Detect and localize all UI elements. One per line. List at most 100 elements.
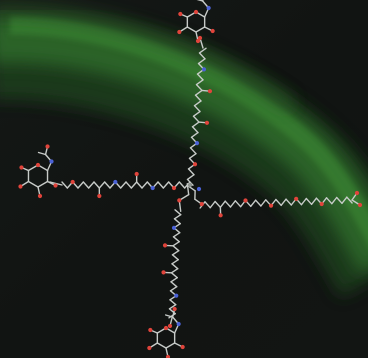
- left-sugar-ring-oxygen-atom: [35, 162, 41, 168]
- left-arm-bond: [77, 181, 85, 189]
- left-sugar-ring-bond: [37, 180, 49, 188]
- right-arm-bond: [285, 198, 292, 206]
- left-sugar-hydroxyl-oxygen-atom: [19, 165, 24, 170]
- left-arm-oxygen-atom: [171, 185, 177, 191]
- top-arm-bond: [191, 121, 200, 128]
- left-arm-bond: [125, 181, 133, 189]
- bottom-arm-glycoside-oxygen-atom: [167, 323, 173, 329]
- bottom-arm-bond: [171, 249, 180, 256]
- right-arm-bond: [229, 200, 237, 208]
- left-arm-carbonyl-oxygen-atom: [134, 171, 139, 177]
- left-sugar-amide-oxygen-atom: [45, 144, 50, 149]
- left-arm-bond: [135, 181, 143, 189]
- top-sugar-hydroxyl-oxygen-atom: [178, 11, 183, 17]
- green-light-beam: [0, 1, 368, 297]
- bottom-arm-bond: [169, 285, 178, 292]
- right-arm-bond: [224, 200, 232, 208]
- top-arm-bond: [190, 131, 199, 138]
- left-arm-bond: [61, 181, 69, 189]
- bottom-arm-bond: [186, 183, 190, 196]
- top-arm-bond: [197, 58, 206, 65]
- top-arm-glycoside-oxygen-atom: [197, 35, 203, 41]
- right-arm-oxygen-atom: [243, 198, 248, 203]
- left-arm-bond: [130, 181, 138, 189]
- right-arm-bond: [234, 200, 242, 208]
- bottom-arm-bond: [173, 213, 182, 220]
- bottom-arm-bond: [171, 258, 179, 265]
- top-arm-bond: [195, 79, 204, 86]
- top-arm-carbonyl-oxygen-atom: [207, 89, 213, 94]
- top-arm-bond: [186, 174, 195, 181]
- bottom-sugar-amide-bond: [164, 314, 174, 318]
- left-arm-bond: [93, 181, 101, 189]
- top-arm-bond: [188, 152, 197, 160]
- bottom-sugar-hydroxyl-oxygen-atom: [148, 327, 153, 333]
- top-arm-bond: [187, 168, 195, 176]
- left-arm-bond: [162, 181, 170, 189]
- right-arm-bond: [260, 199, 267, 207]
- right-arm-bond: [280, 198, 287, 207]
- right-arm-acid-oxygen-atom: [354, 190, 360, 196]
- bottom-arm-bond: [172, 231, 181, 238]
- right-arm-bond: [346, 196, 353, 204]
- bottom-arm-bond: [170, 281, 178, 288]
- left-arm-bond: [141, 181, 149, 189]
- top-sugar-ring-oxygen-atom: [193, 9, 199, 15]
- top-arm-bond: [194, 94, 202, 102]
- left-arm-bond: [103, 181, 111, 189]
- right-arm-bond: [310, 197, 318, 206]
- top-sugar-hydroxyl-oxygen-atom: [177, 29, 182, 35]
- top-sugar-hydroxyl-oxygen-atom: [195, 38, 201, 44]
- right-arm-bond: [341, 196, 348, 205]
- right-arm-bond: [300, 197, 308, 206]
- top-arm-oxygen-atom: [192, 162, 198, 167]
- left-sugar-amide-nitrogen-atom: [49, 159, 54, 164]
- bottom-arm-bond: [174, 209, 182, 216]
- core-nitrogen-atom: [196, 186, 202, 192]
- bottom-arm-bond: [170, 267, 179, 274]
- right-arm-bond: [254, 199, 262, 207]
- top-arm-bond: [195, 83, 203, 92]
- bottom-sugar-amide-oxygen-atom: [172, 306, 177, 312]
- top-arm-bond: [191, 126, 199, 134]
- left-arm-bond: [157, 181, 165, 189]
- bottom-arm-bond: [169, 299, 177, 306]
- bottom-sugar-ring-bond: [156, 342, 167, 349]
- left-arm-bond: [119, 181, 127, 189]
- right-arm-bond: [275, 198, 282, 207]
- top-arm-bond: [194, 89, 203, 96]
- right-arm-bond: [214, 200, 222, 209]
- left-arm-carbonyl-oxygen-atom: [97, 193, 102, 199]
- top-arm-carbonyl-oxygen-atom: [204, 120, 210, 125]
- right-arm-bond: [305, 197, 313, 206]
- top-arm-bond: [192, 110, 201, 117]
- bottom-arm-carbonyl-oxygen-atom: [161, 270, 166, 275]
- right-arm-oxygen-atom: [199, 202, 204, 207]
- bottom-arm-bond: [168, 303, 177, 310]
- top-sugar-hydroxyl-oxygen-atom: [210, 28, 215, 34]
- left-arm-bond: [98, 181, 106, 189]
- left-arm-nitrogen-atom: [150, 185, 155, 191]
- bottom-sugar-ring-bond: [165, 342, 176, 349]
- bottom-sugar-hydroxyl-oxygen-atom: [165, 354, 171, 358]
- left-arm-bond: [82, 181, 90, 189]
- bottom-arm-bond: [171, 254, 179, 261]
- top-arm-bond: [196, 73, 204, 81]
- left-sugar-hydroxyl-oxygen-atom: [18, 184, 23, 189]
- right-arm-oxygen-atom: [319, 201, 324, 207]
- top-arm-bond: [198, 47, 207, 54]
- bottom-arm-bond: [172, 245, 180, 252]
- bottom-arm-oxygen-atom: [177, 198, 182, 203]
- right-arm-bond: [336, 196, 343, 205]
- right-arm-bond: [219, 200, 226, 209]
- right-arm-bond: [325, 197, 333, 205]
- bottom-sugar-hydroxyl-oxygen-atom: [147, 345, 152, 351]
- top-arm-nitrogen-atom: [194, 141, 200, 146]
- bottom-arm-nitrogen-atom: [174, 293, 179, 298]
- right-arm-acid-hydroxyl-atom: [357, 202, 363, 208]
- left-arm-bond: [87, 181, 95, 189]
- left-arm-oxygen-atom: [70, 179, 75, 185]
- bottom-arm-bond: [170, 272, 178, 279]
